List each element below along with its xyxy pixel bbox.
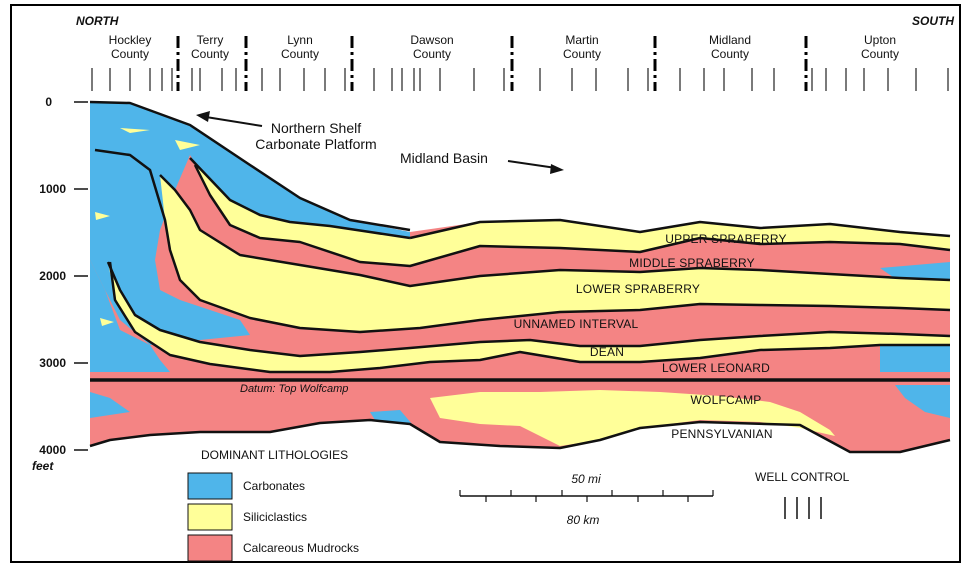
county-hockley-line2: County bbox=[111, 47, 149, 61]
shelf-label-line2: Carbonate Platform bbox=[255, 136, 376, 152]
carbonate-upton-low bbox=[895, 385, 950, 418]
depth-axis: 0 1000 2000 3000 4000 feet bbox=[32, 95, 88, 473]
depth-tick-label: 2000 bbox=[39, 269, 66, 283]
stringer-1 bbox=[120, 128, 150, 133]
depth-tick-label: 1000 bbox=[39, 182, 66, 196]
legend-label-mudrocks: Calcareous Mudrocks bbox=[243, 541, 359, 555]
legend: DOMINANT LITHOLOGIES Carbonates Silicicl… bbox=[187, 448, 359, 562]
line-a bbox=[189, 157, 411, 240]
lower-spraberry-band bbox=[160, 175, 950, 332]
legend-title: DOMINANT LITHOLOGIES bbox=[201, 448, 348, 462]
unit-middle-spraberry: MIDDLE SPRABERRY bbox=[629, 256, 755, 270]
unit-pennsylvanian: PENNSYLVANIAN bbox=[671, 427, 773, 441]
unit-labels: UPPER SPRABERRY MIDDLE SPRABERRY LOWER S… bbox=[514, 232, 787, 441]
stringer-4 bbox=[175, 140, 200, 150]
base-pennsylvanian-line bbox=[89, 418, 951, 454]
shelf-arrow bbox=[196, 111, 263, 127]
datum-label: Datum: Top Wolfcamp bbox=[240, 383, 348, 395]
annotations: Northern Shelf Carbonate Platform Midlan… bbox=[196, 111, 564, 395]
line-c bbox=[159, 174, 951, 288]
basin-arrow bbox=[507, 160, 564, 174]
well-control-label: WELL CONTROL bbox=[755, 470, 850, 484]
line-b bbox=[193, 164, 951, 268]
top-surface-line bbox=[89, 100, 411, 232]
county-martin-line1: Martin bbox=[565, 33, 598, 47]
basin-label: Midland Basin bbox=[400, 150, 488, 166]
legend-swatch-carbonates bbox=[187, 472, 233, 500]
line-f bbox=[108, 261, 950, 374]
carbonate-lower-north bbox=[90, 260, 170, 372]
unit-lower-spraberry: LOWER SPRABERRY bbox=[576, 282, 700, 296]
county-terry-line2: County bbox=[191, 47, 229, 61]
county-hockley-line1: Hockley bbox=[109, 33, 152, 47]
county-midland-line2: County bbox=[711, 47, 749, 61]
scale-ticks bbox=[459, 490, 714, 502]
depth-tick-label: 3000 bbox=[39, 356, 66, 370]
carbonate-wolfcamp-north bbox=[90, 392, 130, 418]
unit-unnamed-interval: UNNAMED INTERVAL bbox=[514, 317, 639, 331]
unit-lower-leonard: LOWER LEONARD bbox=[662, 361, 770, 375]
depth-tick-label: 0 bbox=[45, 95, 52, 109]
scale-km-label: 80 km bbox=[567, 513, 600, 527]
carbonate-platform bbox=[90, 102, 410, 345]
unit-wolfcamp: WOLFCAMP bbox=[691, 393, 762, 407]
scale-bar: 50 mi 80 km bbox=[459, 472, 714, 527]
legend-label-carbonates: Carbonates bbox=[243, 479, 305, 493]
depth-tick-label: 4000 bbox=[39, 443, 66, 457]
legend-swatch-mudrocks bbox=[187, 534, 233, 562]
county-upton-line2: County bbox=[861, 47, 899, 61]
shelf-label-line1: Northern Shelf bbox=[271, 120, 361, 136]
county-boundaries bbox=[176, 36, 808, 91]
county-lynn-line1: Lynn bbox=[287, 33, 313, 47]
upper-spraberry-band bbox=[195, 165, 950, 266]
top-upper-spraberry-line bbox=[409, 218, 951, 240]
county-upton-line1: Upton bbox=[864, 33, 896, 47]
legend-label-siliciclastics: Siliciclastics bbox=[243, 510, 307, 524]
well-control-legend: WELL CONTROL bbox=[755, 470, 850, 519]
scale-miles-label: 50 mi bbox=[571, 472, 601, 486]
county-dawson-line1: Dawson bbox=[410, 33, 453, 47]
wolfcamp-siliciclastic bbox=[430, 390, 835, 446]
lithology-fills bbox=[90, 102, 950, 452]
carbonate-upton-mid bbox=[880, 342, 950, 372]
county-lynn-line2: County bbox=[281, 47, 319, 61]
county-martin-line2: County bbox=[563, 47, 601, 61]
county-terry-line1: Terry bbox=[197, 33, 224, 47]
unit-dean: DEAN bbox=[590, 345, 624, 359]
stringer-3 bbox=[100, 318, 114, 326]
dean-band bbox=[108, 262, 950, 372]
line-e bbox=[106, 261, 951, 358]
well-markers bbox=[91, 68, 949, 91]
stringer-2 bbox=[95, 212, 110, 220]
county-dawson-line2: County bbox=[413, 47, 451, 61]
county-midland-line1: Midland bbox=[709, 33, 751, 47]
line-d bbox=[94, 148, 951, 334]
county-header: NORTH SOUTH Hockley County Terry County … bbox=[76, 14, 954, 91]
depth-unit-label: feet bbox=[32, 459, 54, 473]
unit-upper-spraberry: UPPER SPRABERRY bbox=[665, 232, 786, 246]
south-label: SOUTH bbox=[912, 14, 954, 28]
formation-lines bbox=[89, 100, 951, 454]
north-label: NORTH bbox=[76, 14, 119, 28]
legend-swatch-siliciclastics bbox=[187, 503, 233, 531]
